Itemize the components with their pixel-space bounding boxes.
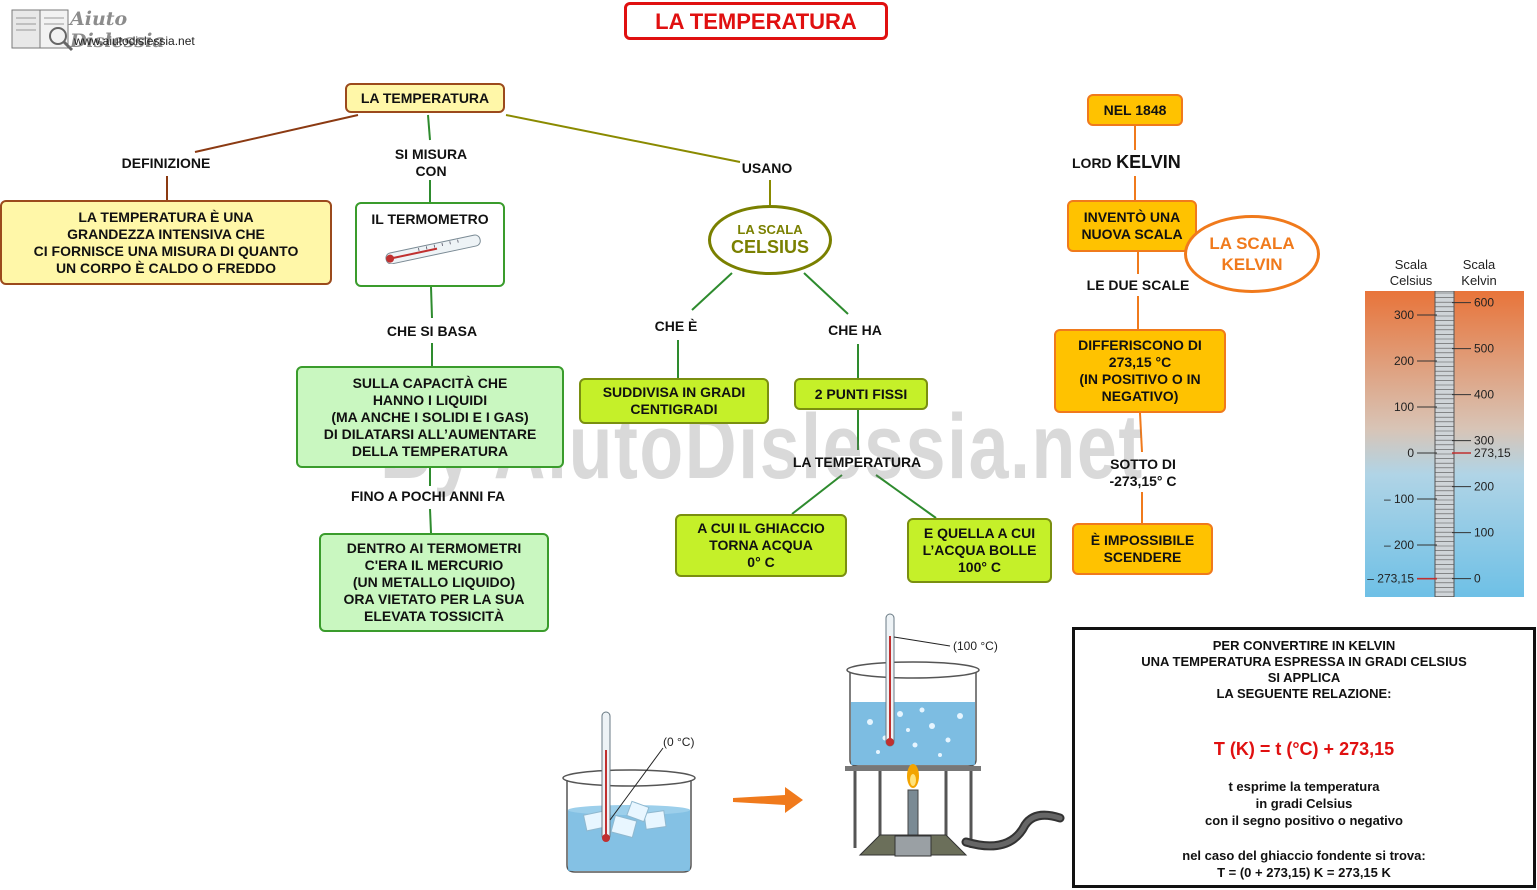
- mercury-box: DENTRO AI TERMOMETRI C'ERA IL MERCURIO (…: [319, 533, 549, 632]
- formula-explanation: t esprime la temperatura in gradi Celsiu…: [1205, 779, 1403, 828]
- bolle-box: E QUELLA A CUI L’ACQUA BOLLE 100° C: [907, 518, 1052, 583]
- celsius-tick-label: – 273,15: [1367, 572, 1414, 586]
- lord-name: KELVIN: [1116, 152, 1181, 172]
- book-icon: [11, 9, 74, 52]
- page-title: LA TEMPERATURA: [624, 2, 888, 40]
- arrow-icon: [733, 787, 803, 813]
- celsius-oval: LA SCALA CELSIUS: [708, 205, 832, 275]
- celsius-oval-line2: CELSIUS: [730, 237, 809, 257]
- capacity-box: SULLA CAPACITÀ CHE HANNO I LIQUIDI (MA A…: [296, 366, 564, 468]
- formula-example: nel caso del ghiaccio fondente si trova:…: [1182, 848, 1426, 880]
- thermometer-box: IL TERMOMETRO: [355, 202, 505, 287]
- kelvin-tick-label: 600: [1474, 296, 1494, 310]
- kelvin-tick-label: 273,15: [1474, 446, 1511, 460]
- kelvin-tick-label: 400: [1474, 388, 1494, 402]
- formula-box: PER CONVERTIRE IN KELVIN UNA TEMPERATURA…: [1072, 627, 1536, 888]
- scale-celsius-header: Scala Celsius: [1389, 257, 1433, 288]
- celsius-tick-label: 200: [1394, 354, 1414, 368]
- celsius-tick-label: 100: [1394, 400, 1414, 414]
- kelvin-oval: LA SCALA KELVIN: [1184, 215, 1320, 293]
- root-node: LA TEMPERATURA: [345, 83, 505, 113]
- celsius-tick-label: – 100: [1384, 492, 1414, 506]
- hot-label: (100 °C): [953, 639, 998, 653]
- label-sotto-di: SOTTO DI -273,15° C: [1109, 456, 1177, 489]
- year-box: NEL 1848: [1087, 94, 1183, 126]
- kelvin-tick-label: 200: [1474, 480, 1494, 494]
- lord-kelvin-label: LORD KELVIN: [1072, 152, 1181, 173]
- invento-box: INVENTÒ UNA NUOVA SCALA: [1067, 200, 1197, 252]
- celsius-tick-label: 0: [1407, 446, 1414, 460]
- lord-prefix: LORD: [1072, 155, 1112, 171]
- formula-equation: T (K) = t (°C) + 273,15: [1213, 739, 1395, 759]
- formula-intro: PER CONVERTIRE IN KELVIN UNA TEMPERATURA…: [1141, 638, 1467, 701]
- boiling-beaker-illustration: (100 °C): [845, 613, 1065, 857]
- celsius-tick-label: 300: [1394, 308, 1414, 322]
- kelvin-tick-label: 0: [1474, 572, 1481, 586]
- celsius-oval-line1: LA SCALA: [737, 222, 803, 237]
- label-due-scale: LE DUE SCALE: [1086, 277, 1190, 293]
- kelvin-tick-label: 100: [1474, 526, 1494, 540]
- label-la-temperatura: LA TEMPERATURA: [792, 454, 922, 470]
- label-definizione: DEFINIZIONE: [121, 155, 211, 171]
- label-che-ha: CHE HA: [828, 322, 882, 338]
- celsius-tick-label: – 200: [1384, 538, 1414, 552]
- scale-chart: 300 200 100 0 – 100 – 200 – 273,15 600 500 400 300…: [1365, 291, 1524, 597]
- punti-fissi-box: 2 PUNTI FISSI: [794, 378, 928, 410]
- label-usano: USANO: [741, 160, 793, 176]
- label-che-si-basa: CHE SI BASA: [386, 323, 478, 339]
- thermometer-icon: [385, 234, 481, 264]
- kelvin-tick-label: 300: [1474, 434, 1494, 448]
- scale-kelvin-header: Scala Kelvin: [1461, 257, 1497, 288]
- kelvin-oval-text: LA SCALA KELVIN: [1209, 234, 1295, 274]
- scale-tube: [1434, 291, 1455, 597]
- impossibile-box: È IMPOSSIBILE SCENDERE: [1072, 523, 1213, 575]
- ice-beaker-illustration: (0 °C): [562, 711, 696, 873]
- kelvin-tick-label: 500: [1474, 342, 1494, 356]
- ghiaccio-box: A CUI IL GHIACCIO TORNA ACQUA 0° C: [675, 514, 847, 577]
- label-che-e: CHE È: [654, 318, 698, 334]
- site-logo[interactable]: Aiuto Dislessia www.aiutodislessia.net: [10, 6, 220, 52]
- cold-label: (0 °C): [663, 735, 694, 749]
- definition-box: LA TEMPERATURA È UNA GRANDEZZA INTENSIVA…: [0, 200, 332, 285]
- label-fino: FINO A POCHI ANNI FA: [351, 488, 505, 504]
- gradi-box: SUDDIVISA IN GRADI CENTIGRADI: [579, 378, 769, 424]
- label-si-misura: SI MISURA CON: [394, 146, 468, 179]
- thermometer-title: IL TERMOMETRO: [371, 211, 489, 227]
- differiscono-box: DIFFERISCONO DI 273,15 °C (IN POSITIVO O…: [1054, 329, 1226, 413]
- logo-name: Aiuto Dislessia: [70, 8, 165, 52]
- logo-url: www.aiutodislessia.net: [74, 34, 195, 48]
